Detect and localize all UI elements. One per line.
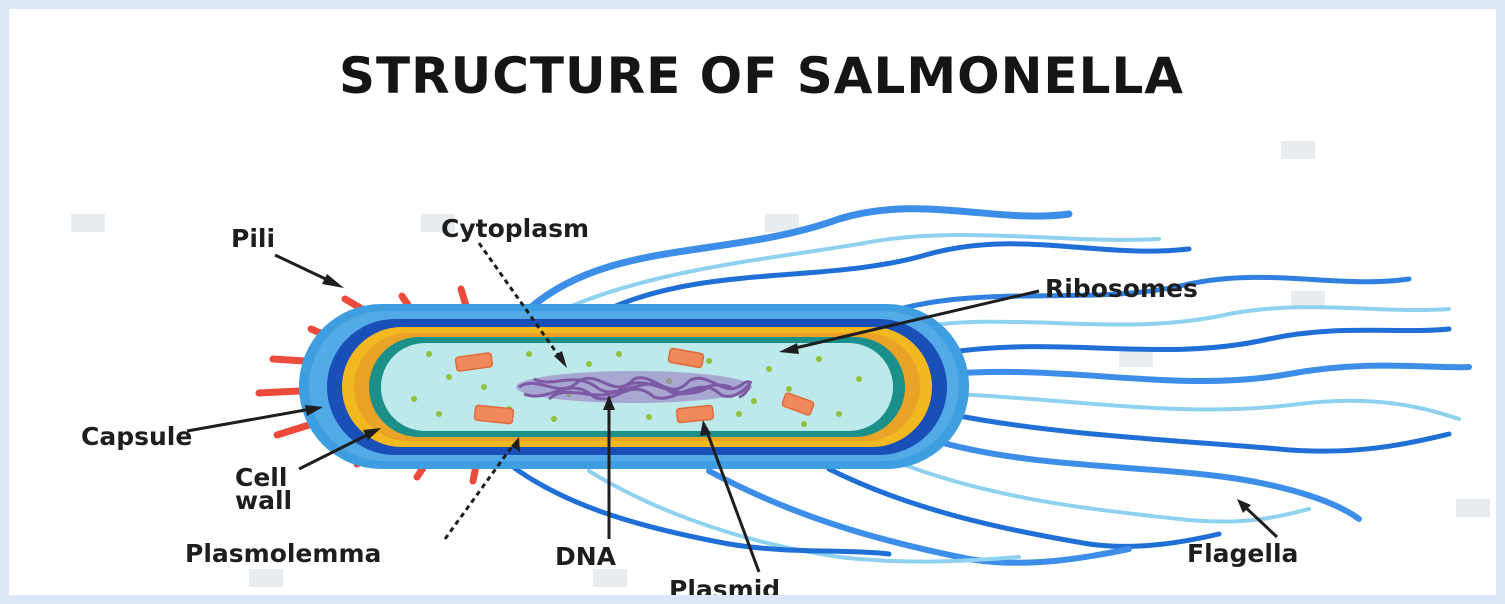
label-cytoplasm: Cytoplasm xyxy=(441,214,589,243)
label-plasmolemma: Plasmolemma xyxy=(185,539,381,568)
label-cell-wall-line2: wall xyxy=(235,486,292,515)
salmonella-diagram: Pili Cytoplasm Ribosomes Capsule Cell wa… xyxy=(9,9,1505,604)
pili-arrow xyxy=(275,255,332,282)
label-pili: Pili xyxy=(231,224,275,253)
label-plasmid: Plasmid xyxy=(669,575,780,604)
dna-tangle xyxy=(516,371,752,403)
label-dna: DNA xyxy=(555,542,617,571)
label-flagella: Flagella xyxy=(1187,539,1298,568)
label-capsule: Capsule xyxy=(81,422,192,451)
label-ribosomes: Ribosomes xyxy=(1045,274,1198,303)
